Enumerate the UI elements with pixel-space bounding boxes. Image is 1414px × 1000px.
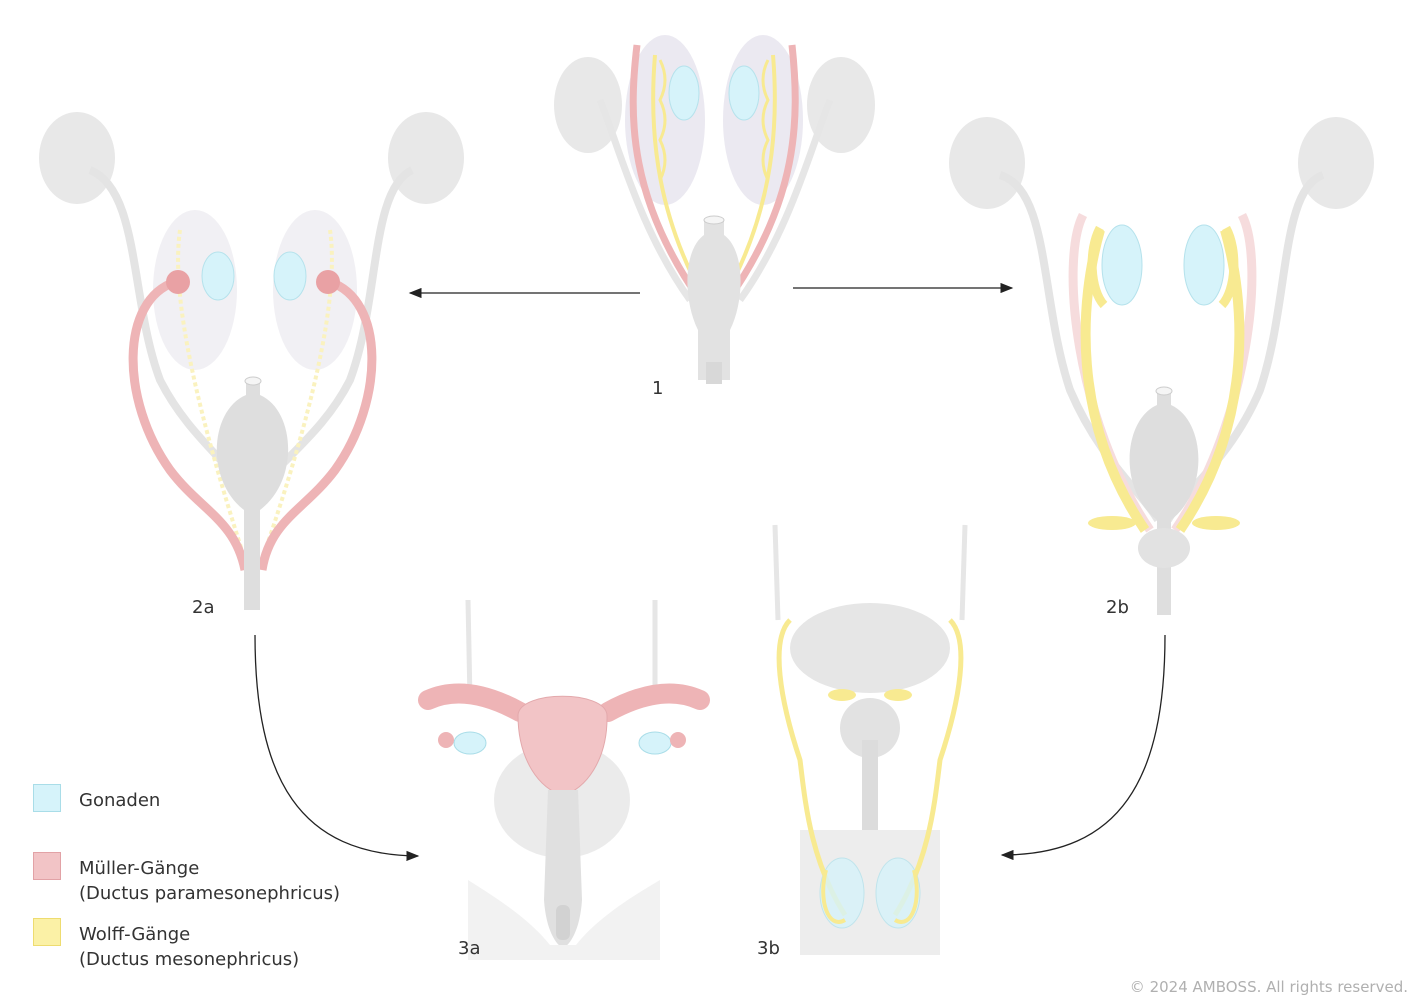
stage-2a-figure [39, 112, 464, 610]
legend-label: Wolff-Gänge [79, 924, 191, 945]
stage-label-3a: 3a [458, 938, 481, 959]
legend-text-gonaden: Gonaden [79, 788, 160, 813]
legend-swatch-gonaden [33, 784, 61, 812]
arrow-2b-to-3b [1000, 634, 1166, 861]
copyright-notice: © 2024 AMBOSS. All rights reserved. [1129, 978, 1408, 996]
stage-3b-figure [772, 524, 968, 955]
stage-2b-figure [949, 117, 1374, 615]
legend-swatch-wolff [33, 918, 61, 946]
stage-label-1: 1 [652, 378, 664, 399]
legend-item-wolff: Wolff-Gänge (Ductus mesonephricus) [33, 918, 299, 972]
arrows [254, 282, 1166, 862]
legend-text-wolff: Wolff-Gänge (Ductus mesonephricus) [79, 922, 299, 972]
stage-1-figure [554, 35, 875, 384]
legend-text-mueller: Müller-Gänge (Ductus paramesonephricus) [79, 856, 340, 906]
legend-item-gonaden: Gonaden [33, 784, 160, 813]
legend-sublabel: (Ductus paramesonephricus) [79, 883, 341, 904]
legend-item-mueller: Müller-Gänge (Ductus paramesonephricus) [33, 852, 340, 906]
stage-3a-figure [418, 599, 710, 960]
stage-label-3b: 3b [757, 938, 780, 959]
stage-label-2b: 2b [1106, 597, 1129, 618]
legend-sublabel: (Ductus mesonephricus) [79, 949, 300, 970]
legend-swatch-mueller [33, 852, 61, 880]
legend-label: Gonaden [79, 790, 161, 811]
stage-label-2a: 2a [192, 597, 215, 618]
legend-label: Müller-Gänge [79, 858, 200, 879]
arrow-2a-to-3a [254, 634, 420, 862]
